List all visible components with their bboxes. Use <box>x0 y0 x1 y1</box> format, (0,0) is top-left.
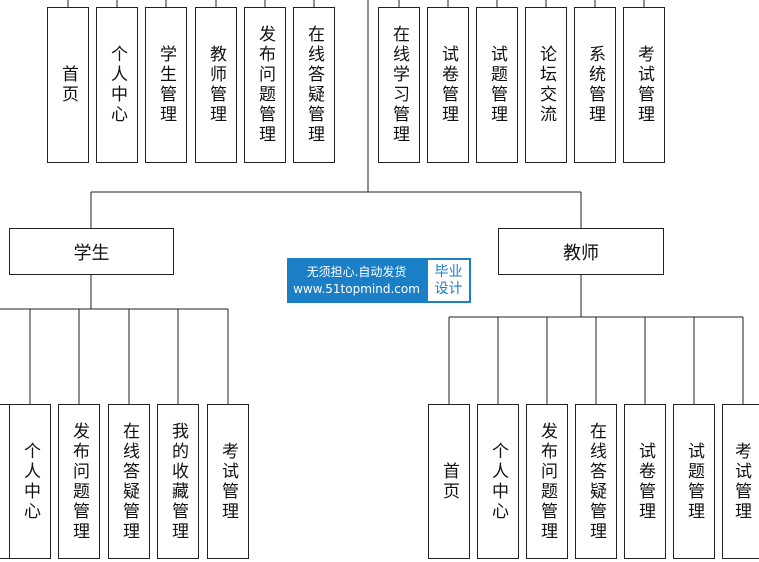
top-module-online-learning-management: 在线学习管理 <box>378 7 420 163</box>
student-module-online-qa: 在线答疑管理 <box>108 404 150 559</box>
top-module-online-qa-management: 在线答疑管理 <box>293 7 335 163</box>
watermark-side-line2: 设计 <box>434 280 463 297</box>
top-module-post-question-management: 发布问题管理 <box>244 7 286 163</box>
teacher-module-label: 试卷管理 <box>635 441 655 522</box>
teacher-module-label: 个人中心 <box>488 441 508 522</box>
watermark-line1: 无须担心.自动发货 <box>306 264 407 279</box>
student-module-post-question: 发布问题管理 <box>58 404 100 559</box>
top-module-exam-paper-management: 试卷管理 <box>427 7 469 163</box>
top-module-label: 考试管理 <box>634 45 654 125</box>
teacher-module-online-qa: 在线答疑管理 <box>575 404 617 559</box>
teacher-module-label: 发布问题管理 <box>537 421 557 542</box>
role-title: 学生 <box>73 242 110 264</box>
student-module-label: 发布问题管理 <box>69 421 89 542</box>
watermark-url: www.51topmind.com <box>293 281 420 296</box>
teacher-module-label: 试题管理 <box>684 441 704 522</box>
top-module-label: 个人中心 <box>107 45 127 125</box>
top-module-label: 试题管理 <box>487 45 507 125</box>
student-module-exam: 考试管理 <box>207 404 249 559</box>
top-module-student-management: 学生管理 <box>145 7 187 163</box>
top-module-label: 试卷管理 <box>438 45 458 125</box>
student-module-favorites: 我的收藏管理 <box>157 404 199 559</box>
top-module-label: 在线答疑管理 <box>304 25 324 145</box>
top-module-exam-management: 考试管理 <box>623 7 665 163</box>
student-module-label: 考试管理 <box>218 441 238 522</box>
role-node-teacher: 教师 <box>498 228 664 275</box>
top-module-personal-center: 个人中心 <box>96 7 138 163</box>
teacher-module-label: 在线答疑管理 <box>586 421 606 542</box>
student-module-label: 在线答疑管理 <box>119 421 139 542</box>
top-module-label: 发布问题管理 <box>255 25 275 145</box>
teacher-module-home: 首页 <box>428 404 470 559</box>
teacher-module-label: 考试管理 <box>731 441 751 522</box>
top-module-label: 在线学习管理 <box>389 25 409 145</box>
top-module-system-management: 系统管理 <box>574 7 616 163</box>
teacher-module-post-question: 发布问题管理 <box>526 404 568 559</box>
teacher-module-exam: 考试管理 <box>722 404 759 559</box>
teacher-module-exam-paper: 试卷管理 <box>624 404 666 559</box>
role-title: 教师 <box>563 242 599 264</box>
teacher-module-personal-center: 个人中心 <box>477 404 519 559</box>
top-module-question-bank-management: 试题管理 <box>476 7 518 163</box>
top-module-home: 首页 <box>47 7 89 163</box>
student-module-personal-center: 个人中心 <box>9 404 51 559</box>
role-node-student: 学生 <box>9 228 174 275</box>
top-module-label: 论坛交流 <box>536 45 556 125</box>
student-module-label: 个人中心 <box>20 441 40 522</box>
top-module-label: 系统管理 <box>585 45 605 125</box>
top-module-label: 首页 <box>58 65 78 105</box>
teacher-module-label: 首页 <box>439 461 459 502</box>
teacher-module-question-bank: 试题管理 <box>673 404 715 559</box>
watermark-main: 无须担心.自动发货 www.51topmind.com <box>287 258 426 303</box>
watermark-side-line1: 毕业 <box>434 263 463 280</box>
top-module-label: 教师管理 <box>206 45 226 125</box>
watermark-side: 毕业 设计 <box>426 258 471 303</box>
top-module-label: 学生管理 <box>156 45 176 125</box>
top-module-teacher-management: 教师管理 <box>195 7 237 163</box>
top-module-forum: 论坛交流 <box>525 7 567 163</box>
student-module-label: 我的收藏管理 <box>168 421 188 542</box>
watermark-badge: 无须担心.自动发货 www.51topmind.com 毕业 设计 <box>287 258 471 303</box>
